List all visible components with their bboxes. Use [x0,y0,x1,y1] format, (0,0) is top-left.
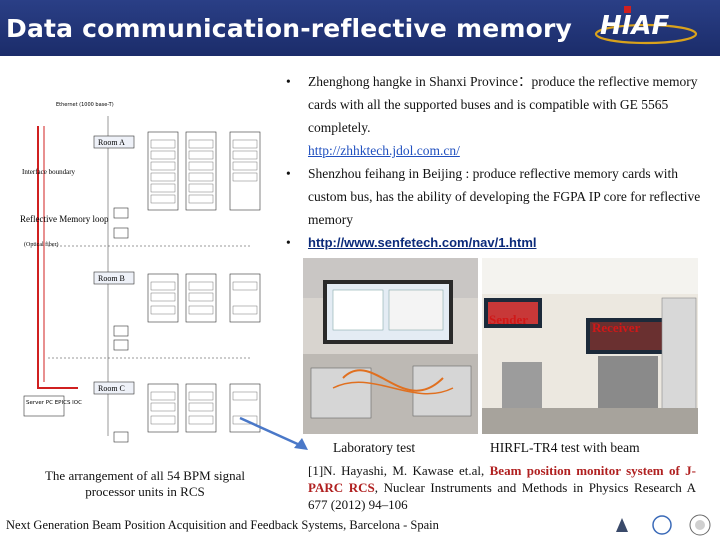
sender-tag: Sender [489,312,528,327]
beam-caption: HIRFL-TR4 test with beam [490,440,640,455]
bullet-dot: • [286,166,291,181]
logo-text: HIAF [600,11,670,41]
ethernet-label: Ethernet (1000 base-T) [56,102,114,108]
bullet-dot: • [286,74,291,89]
diagram-caption: The arrangement of all 54 BPM signal pro… [44,468,245,499]
interface-label: Interface boundary [22,168,76,176]
partner-logos [616,514,711,536]
bullet-list: • Zhenghong hangke in Shanxi Province：pr… [284,70,714,254]
room-c-label: Room C [98,384,125,393]
hiaf-logo: HIAF [594,6,698,45]
zhhktech-link[interactable]: http://zhhktech.jdol.com.cn/ [308,143,460,158]
bullet-zhenghong: • Zhenghong hangke in Shanxi Province：pr… [284,70,714,162]
room-b-block: Room B [93,271,261,351]
server-label: Server PC EPICS IOC [26,400,82,406]
receiver-tag: Receiver [592,320,641,335]
arrow-icon [239,416,308,450]
laboratory-photo [303,258,478,434]
title-bar: Data communication-reflective memory HIA… [0,0,720,56]
footer-text: Next Generation Beam Position Acquisitio… [6,518,439,532]
bullet-text: Shenzhou feihang in Beijing : produce re… [308,166,701,227]
loop-sub-label: (Optical fiber) [24,241,58,248]
page-title: Data communication-reflective memory [6,14,573,43]
room-c-block: Room C Server PC EPICS IOC [23,381,261,443]
room-a-label: Room A [98,138,125,147]
bullet-senfetech: • http://www.senfetech.com/nav/1.html [284,231,714,254]
bullet-text: Zhenghong hangke in Shanxi Province：prod… [308,74,698,135]
bullet-dot: • [286,235,291,250]
laboratory-caption: Laboratory test [333,440,416,455]
senfetech-link[interactable]: http://www.senfetech.com/nav/1.html [308,235,537,250]
reflective-memory-diagram: Ethernet (1000 base-T) Room A Interface … [20,102,261,443]
reference-title: Beam position monitor system of J-PARC R… [308,463,696,495]
beam-test-photo [482,258,698,434]
reference-suffix: , Nuclear Instruments and Methods in Phy… [308,480,696,512]
room-b-label: Room B [98,274,125,283]
reference-prefix: [1]N. Hayashi, M. Kawase et.al, [308,463,490,478]
bullet-shenzhou: • Shenzhou feihang in Beijing : produce … [284,162,714,231]
loop-label: Reflective Memory loop [20,214,109,224]
room-a-block: Room A Interface boundary Reflective Mem… [20,131,261,248]
reference-citation: [1]N. Hayashi, M. Kawase et.al, Beam pos… [308,462,696,513]
